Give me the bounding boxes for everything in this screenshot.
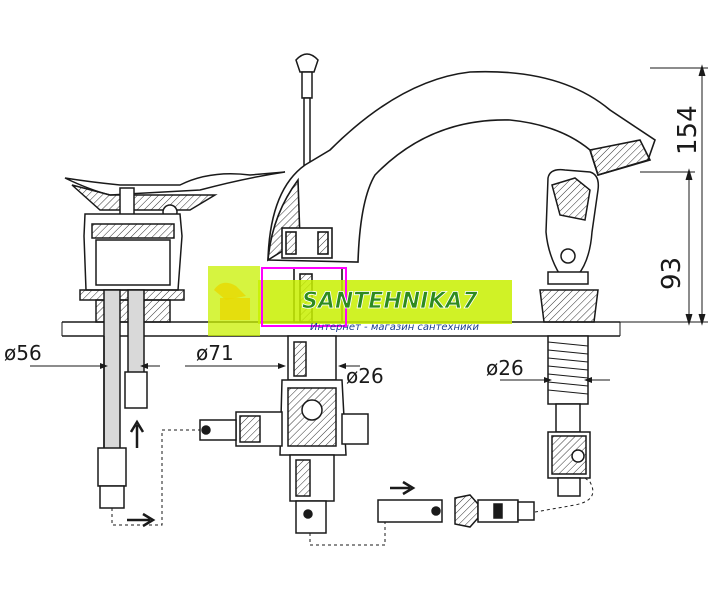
dim-height-93: 93 bbox=[657, 257, 687, 290]
watermark-brand: SANTEHNIKA7 bbox=[302, 289, 478, 314]
dim-diameter-26-center: ø26 bbox=[346, 364, 384, 388]
hose-route-shower bbox=[309, 469, 594, 546]
dim-diameter-56: ø56 bbox=[4, 341, 42, 365]
lever-handle-assembly bbox=[64, 171, 286, 323]
dim-height-154: 154 bbox=[673, 105, 703, 155]
flow-arrow-right-icon bbox=[127, 512, 156, 528]
watermark-tagline: Интернет - магазин сантехники bbox=[310, 322, 480, 333]
flow-arrow-up-icon bbox=[129, 419, 145, 448]
left-supply-hoses bbox=[97, 289, 148, 509]
hose-route-left bbox=[111, 429, 200, 526]
hose-connector bbox=[377, 494, 535, 528]
watermark: SANTEHNIKA7 Интернет - магазин сантехник… bbox=[208, 266, 512, 336]
dimension-lines bbox=[30, 64, 708, 383]
hand-shower bbox=[539, 168, 600, 497]
mixer-valve-body bbox=[199, 335, 369, 534]
dim-diameter-71: ø71 bbox=[196, 341, 234, 365]
dim-diameter-26-right: ø26 bbox=[486, 356, 524, 380]
flow-arrow-right-icon bbox=[390, 480, 416, 496]
